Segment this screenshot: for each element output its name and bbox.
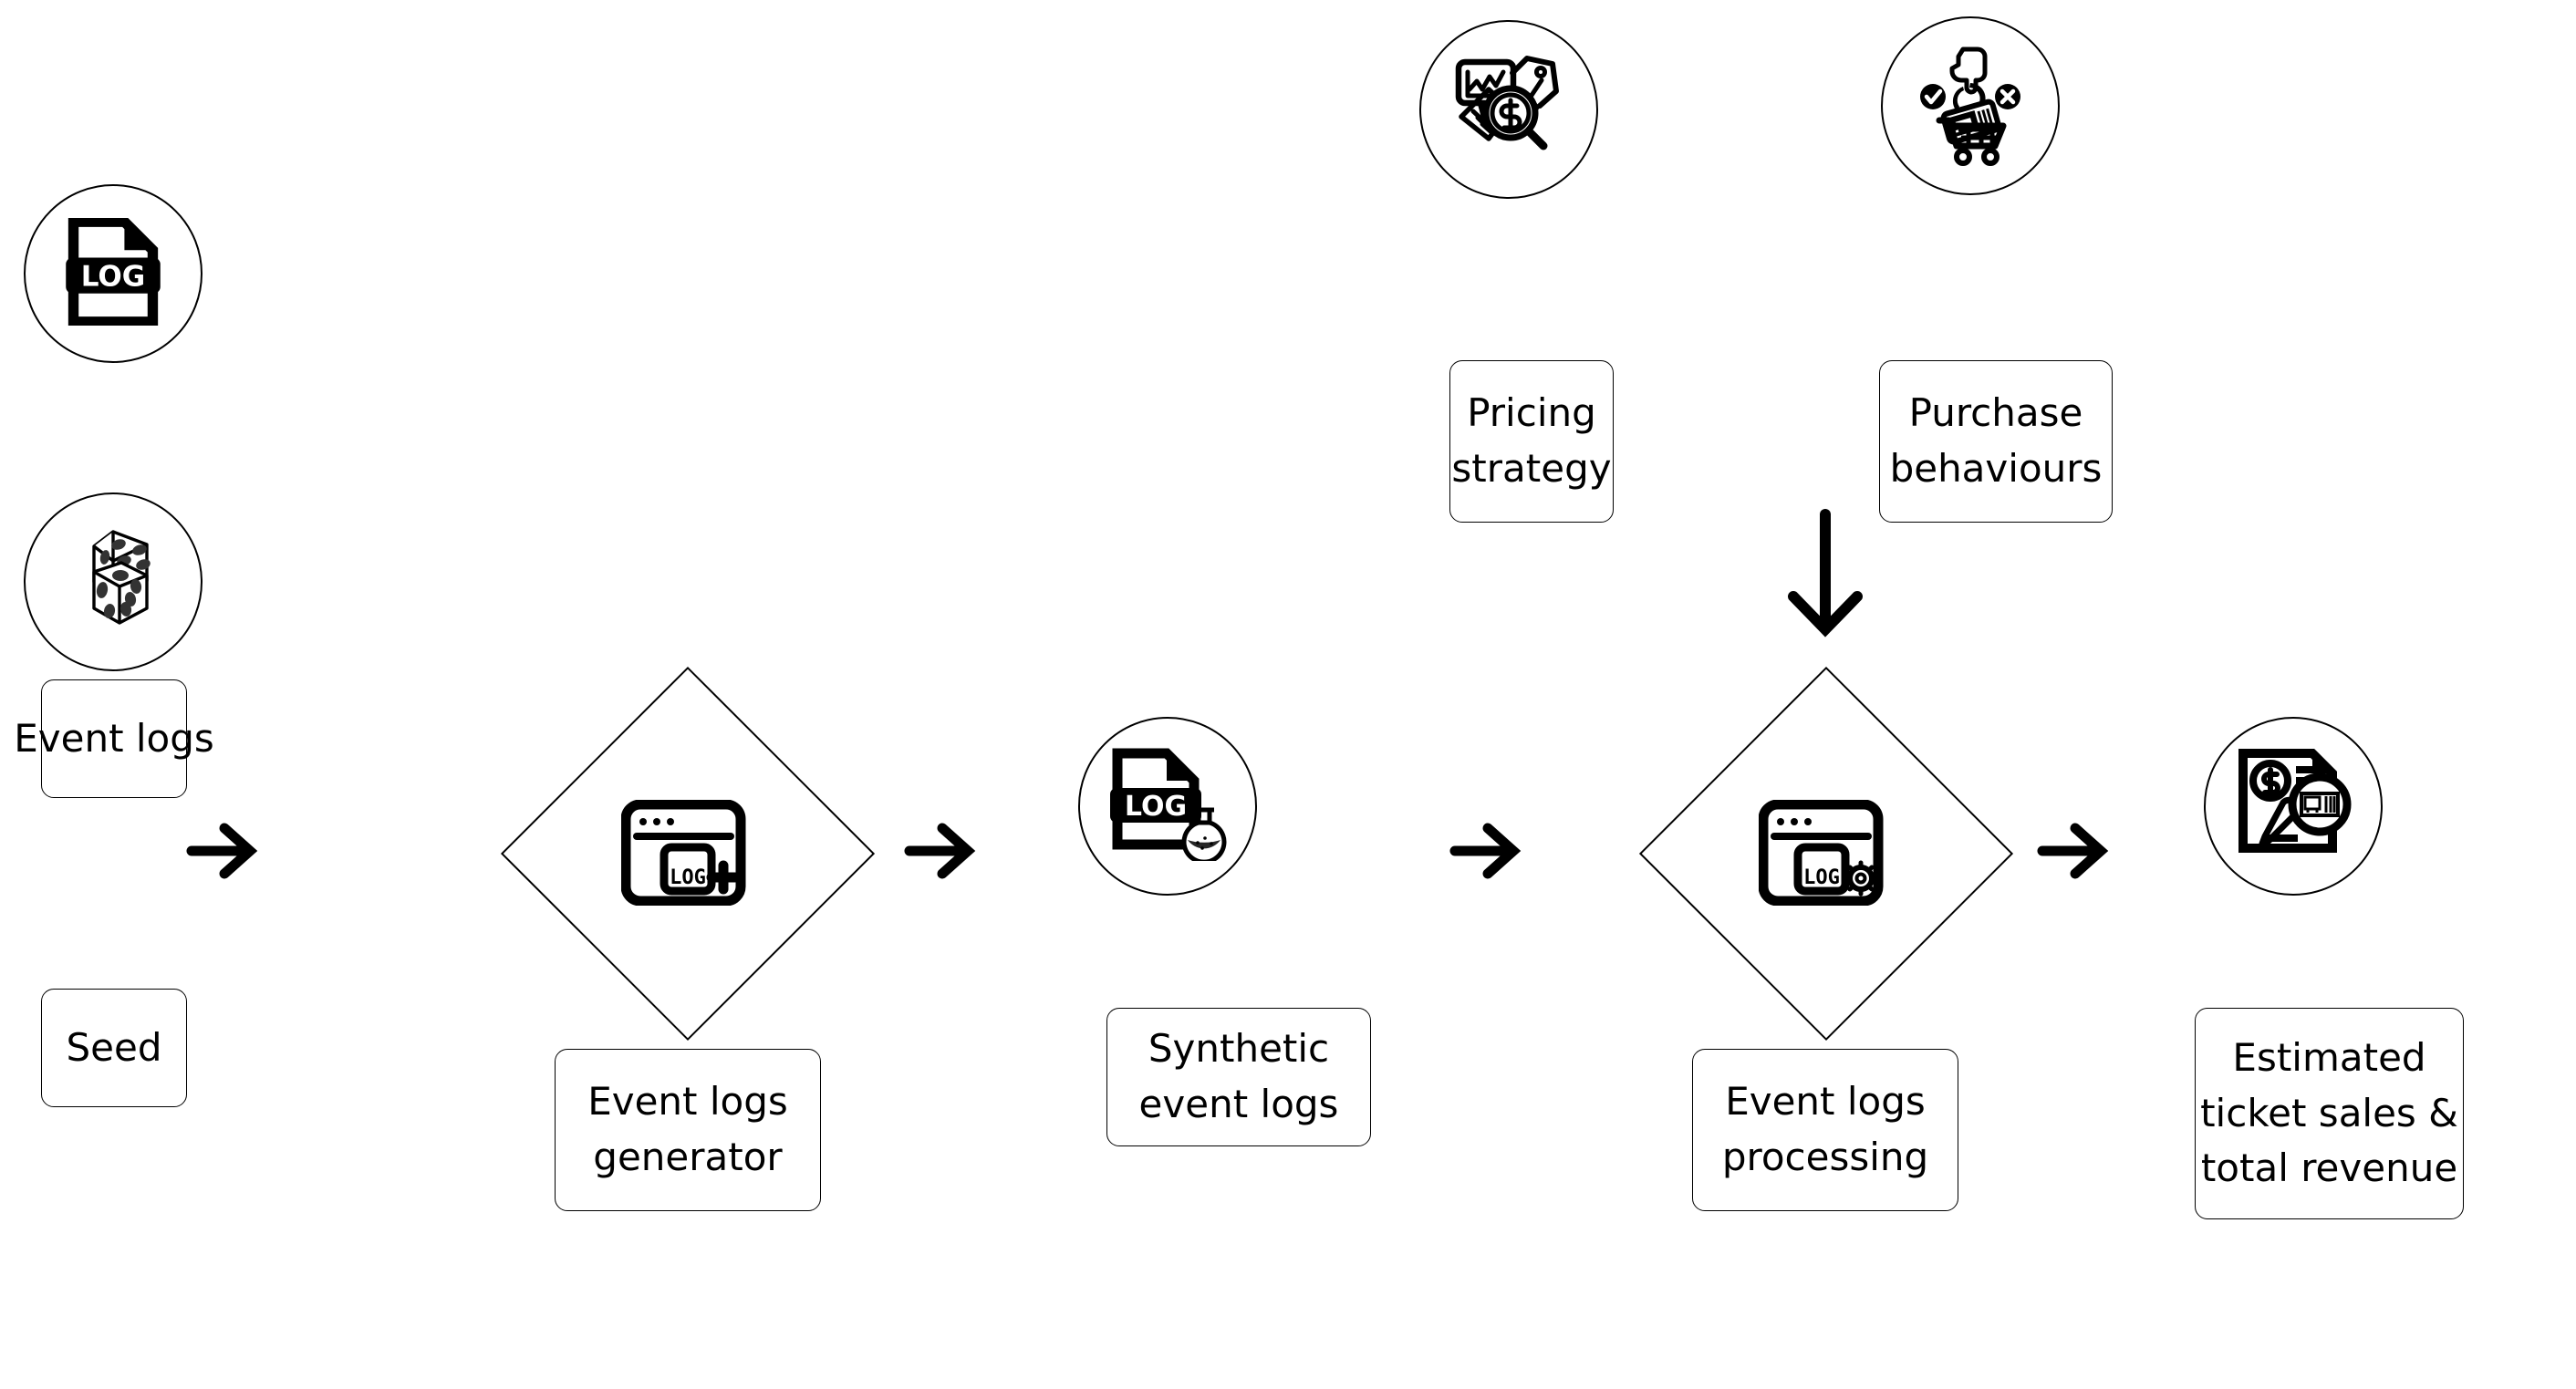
event-logs-circle: LOG (24, 184, 203, 363)
synthetic-event-logs-label-line-0: Synthetic (1148, 1026, 1330, 1072)
arrow-event-logs-to-generator (186, 823, 261, 879)
arrow-synthetic-to-processing (1449, 823, 1524, 879)
arrow-inputs-to-processing (1775, 509, 1875, 644)
pricing-strategy-label-box: Pricing strategy (1449, 360, 1614, 523)
log-window-plus-icon: LOG (585, 780, 791, 926)
shopping-cart-ticket-icon (1912, 42, 2029, 170)
purchase-behaviours-label-box: Purchase behaviours (1879, 360, 2113, 523)
log-file-flask-icon: LOG (1108, 748, 1227, 865)
event-logs-label-box: Event logs (14, 679, 214, 798)
seed-label-line-0: Seed (66, 1024, 162, 1070)
estimated-ticket-sales-label-box: Estimated ticket sales & total revenue (2195, 1008, 2464, 1219)
event-logs-processing-label-line-1: processing (1721, 1135, 1929, 1179)
purchase-behaviours-label-line-0: Purchase (1908, 390, 2083, 436)
synthetic-event-logs-circle: LOG (1078, 717, 1257, 896)
pricing-analysis-icon (1450, 49, 1567, 170)
estimated-ticket-sales-circle (2204, 717, 2383, 896)
event-logs-generator-label-line-1: generator (593, 1135, 783, 1179)
dice-icon (56, 524, 171, 639)
event-logs-processing-label-line-0: Event logs (1725, 1079, 1926, 1125)
estimated-ticket-sales-label-line-1: ticket sales & (2200, 1090, 2458, 1135)
invoice-ticket-icon (2232, 746, 2354, 866)
estimated-ticket-sales-label-line-2: total revenue (2200, 1145, 2458, 1191)
event-logs-processing-label-box: Event logs processing (1692, 1049, 1958, 1211)
purchase-behaviours-label-line-1: behaviours (1889, 446, 2103, 491)
svg-text:LOG: LOG (670, 866, 706, 889)
arrow-processing-to-output (2037, 823, 2112, 879)
log-file-icon: LOG (66, 216, 161, 329)
seed-circle (24, 492, 203, 671)
pricing-strategy-label-line-0: Pricing (1467, 390, 1596, 436)
synthetic-event-logs-label-line-1: event logs (1138, 1082, 1339, 1126)
synthetic-event-logs-label-box: Synthetic event logs (1106, 1008, 1371, 1146)
seed-label-box: Seed (41, 989, 187, 1107)
arrow-generator-to-synthetic (904, 823, 979, 879)
estimated-ticket-sales-label-line-0: Estimated (2232, 1034, 2426, 1080)
event-logs-generator-label-box: Event logs generator (555, 1049, 821, 1211)
svg-text:LOG: LOG (1125, 791, 1187, 823)
log-window-gear-icon: LOG (1722, 780, 1928, 926)
event-logs-generator-label-line-0: Event logs (587, 1079, 788, 1125)
event-logs-label-line-0: Event logs (14, 715, 214, 761)
svg-text:LOG: LOG (1803, 866, 1840, 889)
pricing-strategy-circle (1419, 20, 1598, 199)
purchase-behaviours-circle (1881, 16, 2060, 195)
pricing-strategy-label-line-1: strategy (1451, 446, 1612, 491)
svg-text:LOG: LOG (81, 261, 146, 294)
